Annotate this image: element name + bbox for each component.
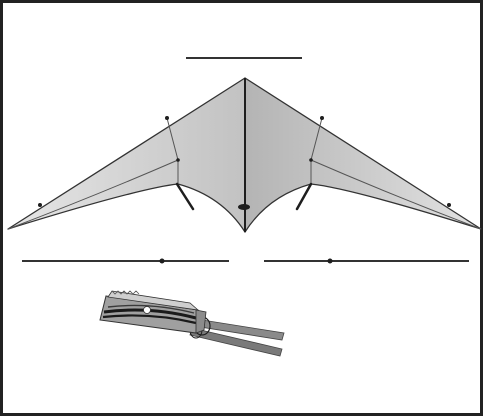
spar-right-ferrule	[327, 258, 333, 264]
kite-left-wing	[7, 77, 246, 233]
kite-left-standoff	[175, 182, 195, 211]
kite-bag-top-flap	[107, 290, 200, 311]
stunt-kite	[7, 77, 482, 233]
kite-bag	[99, 290, 207, 334]
kite-right-wing	[244, 77, 482, 233]
kite-bag-grommet	[143, 306, 151, 314]
kite-connector-right-tip	[447, 203, 451, 207]
kite-connector-left-tip	[38, 203, 42, 207]
kite-connector-left-upper	[165, 116, 169, 120]
kite-right-spreader	[310, 159, 482, 230]
kite-bag-zip	[111, 290, 140, 295]
kite-connector-left-mid	[176, 158, 180, 162]
kite-connector-right-mid	[309, 158, 313, 162]
kite-left-spreader	[7, 159, 179, 230]
spare-spar-left	[22, 258, 229, 264]
kite-bag-end-cap	[195, 309, 207, 334]
kite-centre-tee	[238, 204, 250, 210]
kite-right-standoff	[295, 182, 313, 211]
spare-spar-right	[264, 258, 469, 264]
kite-bag-stripe-2	[102, 314, 197, 325]
spar-left-ferrule	[159, 258, 165, 264]
kite-bag-stripe-3	[107, 304, 195, 314]
kite-connector-right-upper	[320, 116, 324, 120]
